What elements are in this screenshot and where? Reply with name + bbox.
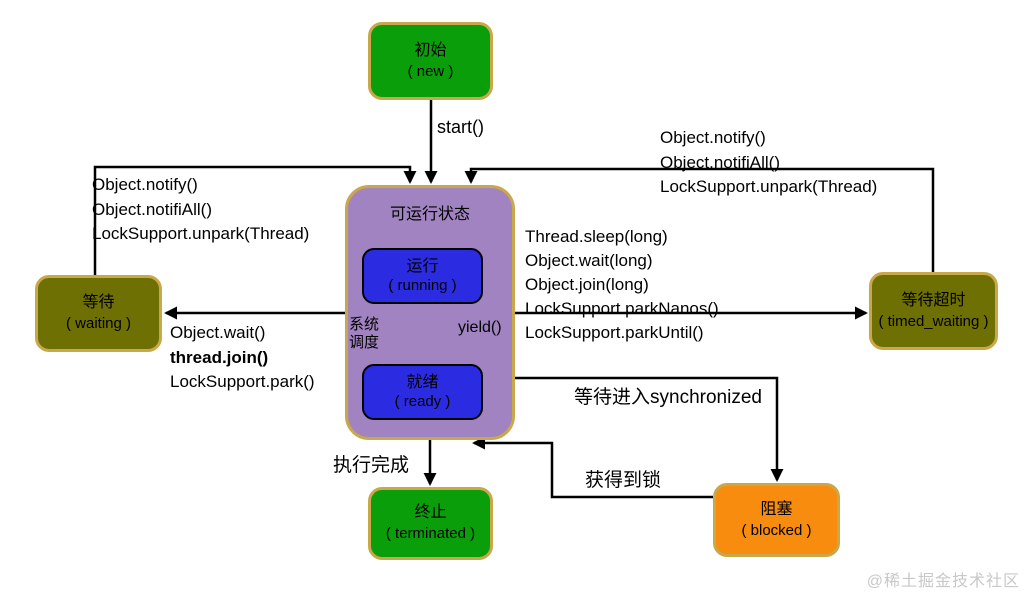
state-timed-waiting-label-en: ( timed_waiting )	[878, 312, 989, 330]
method-label: LockSupport.parkUntil()	[525, 323, 704, 342]
method-label: LockSupport.unpark(Thread)	[92, 224, 310, 243]
transition-wait-sync-label: 等待进入synchronized	[574, 387, 762, 408]
method-label: Object.notifiAll()	[92, 199, 212, 219]
system-schedule-line1: 系统	[349, 316, 380, 333]
method-label: Thread.sleep(long)	[525, 227, 668, 246]
method-label: LockSupport.unpark(Thread)	[660, 177, 878, 196]
state-running-label-en: ( running )	[388, 276, 457, 294]
transition-start-label: start()	[437, 117, 484, 137]
state-blocked: 阻塞 ( blocked )	[713, 483, 840, 557]
state-ready: 就绪 ( ready )	[362, 364, 483, 420]
state-waiting: 等待 ( waiting )	[35, 275, 162, 352]
method-label: thread.join()	[170, 347, 269, 367]
state-new-label-zh: 初始	[414, 41, 447, 59]
state-ready-label-zh: 就绪	[406, 373, 439, 391]
state-waiting-label-en: ( waiting )	[65, 315, 132, 333]
state-ready-label-en: ( ready )	[394, 392, 451, 410]
system-schedule-line2: 调度	[349, 334, 380, 351]
method-label: LockSupport.parkNanos()	[525, 299, 719, 318]
state-new: 初始 ( new )	[368, 22, 493, 100]
state-blocked-label-zh: 阻塞	[760, 500, 793, 518]
transition-to-timed-waiting-labels: Thread.sleep(long) Object.wait(long) Obj…	[525, 225, 719, 345]
transition-run-complete-label: 执行完成	[333, 455, 410, 476]
state-timed-waiting-label-zh: 等待超时	[901, 291, 966, 309]
method-label: Object.notify()	[660, 128, 766, 147]
transition-yield-label: yield()	[458, 319, 502, 336]
transition-from-waiting-labels: Object.notify() Object.notifiAll() LockS…	[92, 173, 309, 247]
transition-from-timed-waiting-labels: Object.notify() Object.notifiAll() LockS…	[660, 126, 877, 200]
method-label: Object.wait(long)	[525, 251, 653, 270]
state-waiting-label-zh: 等待	[82, 294, 115, 312]
transition-acquire-lock-label: 获得到锁	[585, 470, 662, 491]
transition-system-schedule-label: 系统 调度	[349, 316, 379, 352]
state-blocked-label-en: ( blocked )	[741, 521, 812, 539]
state-running-label-zh: 运行	[406, 257, 439, 275]
state-terminated-label-zh: 终止	[414, 504, 447, 522]
state-terminated: 终止 ( terminated )	[368, 487, 493, 560]
transition-to-waiting-labels: Object.wait() thread.join() LockSupport.…	[170, 321, 315, 395]
state-timed-waiting: 等待超时 ( timed_waiting )	[869, 272, 998, 350]
state-new-label-en: ( new )	[407, 62, 454, 80]
method-label: Object.wait()	[170, 323, 266, 342]
state-terminated-label-en: ( terminated )	[385, 525, 476, 543]
state-runnable-title: 可运行状态	[389, 206, 470, 223]
state-running: 运行 ( running )	[362, 248, 483, 304]
method-label: Object.notifiAll()	[660, 152, 780, 172]
method-label: Object.notify()	[92, 175, 198, 194]
watermark: @稀土掘金技术社区	[866, 573, 1020, 590]
method-label: Object.join(long)	[525, 275, 649, 294]
method-label: LockSupport.park()	[170, 372, 315, 391]
